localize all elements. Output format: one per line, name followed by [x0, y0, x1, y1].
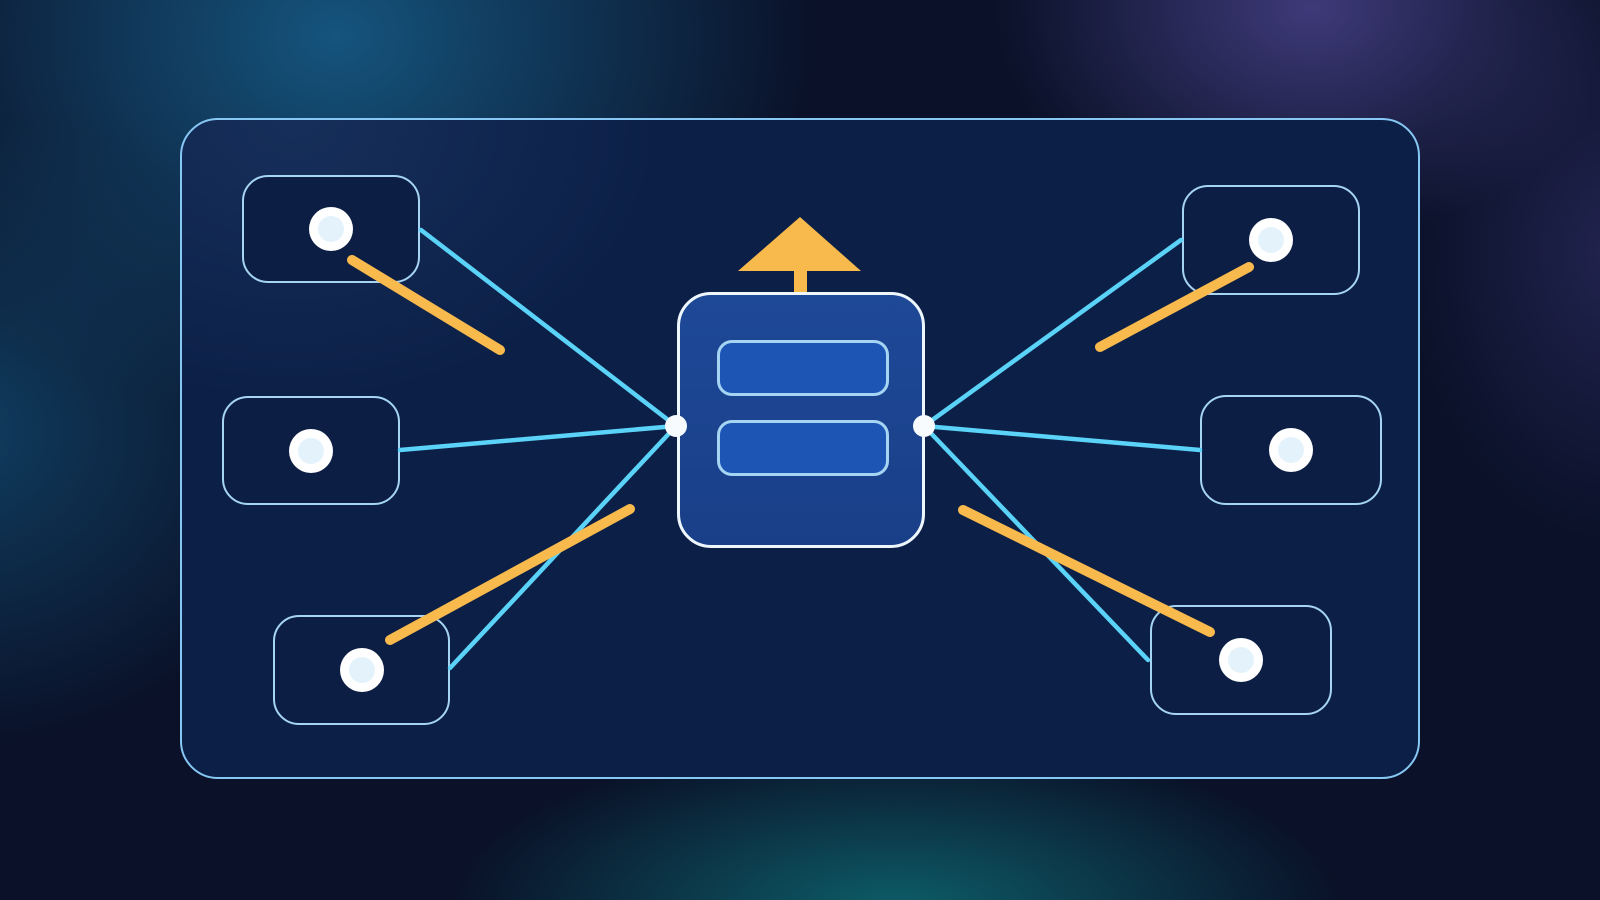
node-circle-core [348, 657, 375, 683]
hub-bar-2 [717, 420, 889, 476]
node-bottom-right [1150, 605, 1332, 715]
node-circle-icon [1249, 218, 1293, 262]
node-circle-icon [289, 428, 333, 473]
node-circle-core [1278, 437, 1304, 463]
node-middle-right [1200, 395, 1382, 505]
node-middle-left [222, 396, 400, 505]
node-circle-core [1228, 647, 1254, 673]
node-top-right [1182, 185, 1360, 295]
node-circle-icon [1219, 638, 1263, 682]
hub-bar-1 [717, 340, 889, 396]
node-bottom-left [273, 615, 450, 725]
node-circle-icon [339, 648, 384, 692]
node-circle-core [1258, 227, 1284, 253]
node-circle-icon [1269, 428, 1313, 472]
hub-box [677, 292, 925, 548]
node-circle-core [318, 216, 344, 242]
node-circle-core [298, 437, 324, 464]
node-circle-icon [309, 207, 353, 251]
node-top-left [242, 175, 420, 283]
